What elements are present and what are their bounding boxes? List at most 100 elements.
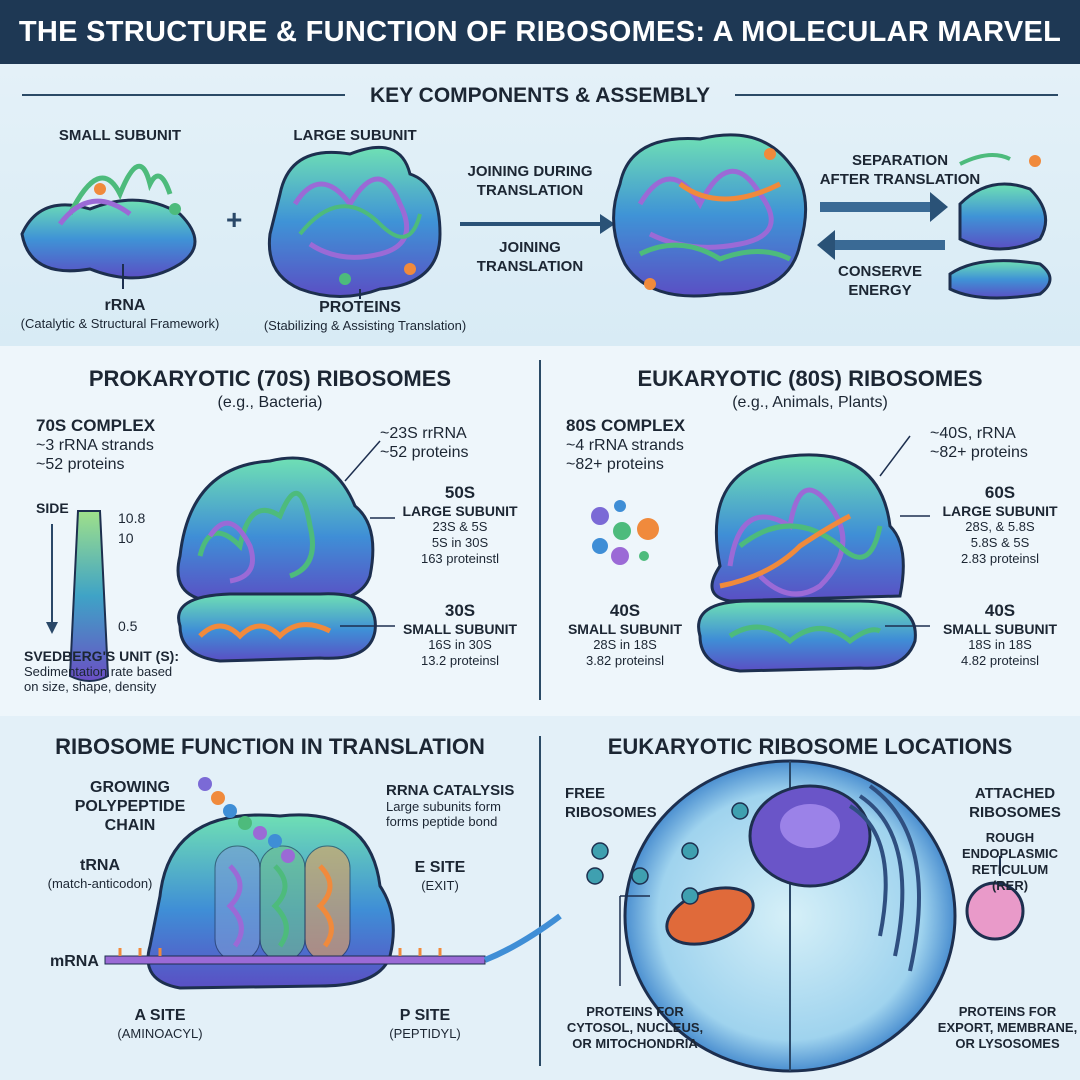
prokaryotic-callout: ~52 proteins [380,444,469,461]
svedberg-desc: on size, shape, density [24,679,157,694]
free-ribosomes-label: FREE [565,785,606,802]
growing-chain-label: CHAIN [104,817,156,834]
small-subunit-detail: 3.82 proteinsl [585,653,665,668]
large-subunit-detail: 5S in 30S [431,535,489,550]
prokaryotic-complex-line: ~3 rRNA strands [36,437,154,454]
large-subunit-detail: 23S & 5S [432,519,488,534]
rer-label: (RER) [991,878,1029,893]
rer-label: RETICULUM [971,862,1049,877]
small-subunit-detail: 13.2 proteinsl [420,653,500,668]
40s-label: 40S [609,601,641,620]
locations-heading: EUKARYOTIC RIBOSOME LOCATIONS [607,734,1013,759]
prokaryotic-large-subunit [176,456,375,604]
separation-line2: AFTER TRANSLATION [819,171,981,188]
rrna-label: rRNA [104,297,146,314]
small-subunit-detail: 16S in 30S [428,637,492,652]
svedberg-tube [68,510,110,682]
function-illustration [104,759,1025,1073]
eukaryotic-complex-line: ~82+ proteins [566,456,664,473]
30s-label: 30S [444,601,476,620]
free-ribosomes [586,802,749,905]
small-subunit-detail: 4.82 proteinsl [960,653,1040,668]
eukaryotic-complex-line: ~4 rRNA strands [566,437,684,454]
prokaryotic-small-subunit [177,592,377,663]
assembly-illustration [20,94,1058,300]
attached-proteins-label: OR LYSOSOMES [955,1036,1060,1051]
plus-sign: + [226,204,243,235]
side-label: SIDE [36,500,69,516]
prokaryotic-subtitle: (e.g., Bacteria) [217,394,323,411]
svedberg-desc: Sedimentation rate based [24,664,173,679]
joining-during-line1: JOINING DURING [467,163,593,180]
prokaryotic-complex: 70S COMPLEX [36,416,156,435]
large-subunit-detail: 28S, & 5.8S [965,519,1035,534]
attached-proteins-label: EXPORT, MEMBRANE, [937,1020,1078,1035]
small-subunit-label: SMALL SUBUNIT [58,127,182,144]
proteins-label: PROTEINS [319,299,401,316]
e-site-desc: (EXIT) [421,878,459,893]
mrna-label: mRNA [50,953,99,970]
rough-er [848,784,921,972]
small-subunit-label: SMALL SUBUNIT [567,621,683,637]
60s-label: 60S [984,483,1016,502]
translation-heading: RIBOSOME FUNCTION IN TRANSLATION [55,734,485,759]
svedberg-label: SVEDBERG'S UNIT (S): [24,648,180,664]
large-subunit-label: LARGE SUBUNIT [942,503,1058,519]
trna-label: tRNA [80,857,120,874]
free-ribosomes-label: RIBOSOMES [565,804,657,821]
e-site-label: E SITE [414,859,466,876]
large-subunit-detail: 2.83 proteinsl [960,551,1040,566]
free-proteins-label: CYTOSOL, NUCLEUS, [566,1020,704,1035]
eukaryotic-callout: ~82+ proteins [930,444,1028,461]
rer-label: ENDOPLASMIC [961,846,1059,861]
50s-label: 50S [444,483,476,502]
small-subunit-label: SMALL SUBUNIT [942,621,1058,637]
rrna-catalysis-desc: Large subunits form [386,799,501,814]
eukaryotic-small-subunit [697,599,917,673]
free-proteins-label: OR MITOCHONDRIA [572,1036,698,1051]
40s-label: 40S [984,601,1016,620]
large-subunit-detail: 163 proteinstl [420,551,500,566]
rrna-catalysis-desc: forms peptide bond [386,814,498,829]
tube-tick: 10 [118,530,134,546]
rrna-catalysis-label: rRNA CATALYSIS [386,782,515,799]
page-title: THE STRUCTURE & FUNCTION OF RIBOSOMES: A… [0,0,1080,64]
growing-chain-label: POLYPEPTIDE [74,798,186,815]
rrna-description: (Catalytic & Structural Framework) [20,316,220,331]
prokaryotic-complex-line: ~52 proteins [36,456,125,473]
a-site-label: A SITE [134,1007,186,1024]
large-subunit-blob [267,145,442,298]
eukaryotic-callout: ~40S, rRNA [930,425,1016,442]
large-subunit-label: LARGE SUBUNIT [293,127,417,144]
attached-ribosomes-label: RIBOSOMES [969,804,1061,821]
comparison-section: PROKARYOTIC (70S) RIBOSOMES (e.g., Bacte… [0,346,1080,716]
large-subunit-label: LARGE SUBUNIT [402,503,518,519]
vesicle [965,881,1025,941]
joining-line1: JOINING [499,239,561,256]
rer-label: ROUGH [985,830,1035,845]
a-site-desc: (AMINOACYL) [117,1026,203,1041]
eukaryotic-heading: EUKARYOTIC (80S) RIBOSOMES [637,366,983,391]
comparison-illustration [46,435,930,682]
separated-small-subunit [948,259,1052,300]
prokaryotic-callout: ~23S rrRNA [380,425,467,442]
joining-during-line2: TRANSLATION [476,182,584,199]
joining-line2: TRANSLATION [476,258,584,275]
growing-chain-label: GROWING [90,779,170,796]
trna-desc: (match-anticodon) [47,876,153,891]
attached-proteins-label: PROTEINS FOR [958,1004,1057,1019]
separation-line1: SEPARATION [851,152,949,169]
conserve-line2: ENERGY [848,282,912,299]
assembly-section: KEY COMPONENTS & ASSEMBLY SMALL SUBUNIT … [0,64,1080,346]
tube-tick: 10.8 [118,510,146,526]
prokaryotic-heading: PROKARYOTIC (70S) RIBOSOMES [88,366,452,391]
attached-ribosomes-label: ATTACHED [974,785,1056,802]
small-subunit-label: SMALL SUBUNIT [402,621,518,637]
tube-tick: 0.5 [118,618,138,634]
small-subunit-blob [20,198,197,280]
small-subunit-detail: 28S in 18S [593,637,657,652]
separated-large-subunit [958,182,1048,251]
joined-ribosome-blob [612,133,808,298]
p-site-label: P SITE [399,1007,451,1024]
proteins-description: (Stabilizing & Assisting Translation) [263,318,467,333]
